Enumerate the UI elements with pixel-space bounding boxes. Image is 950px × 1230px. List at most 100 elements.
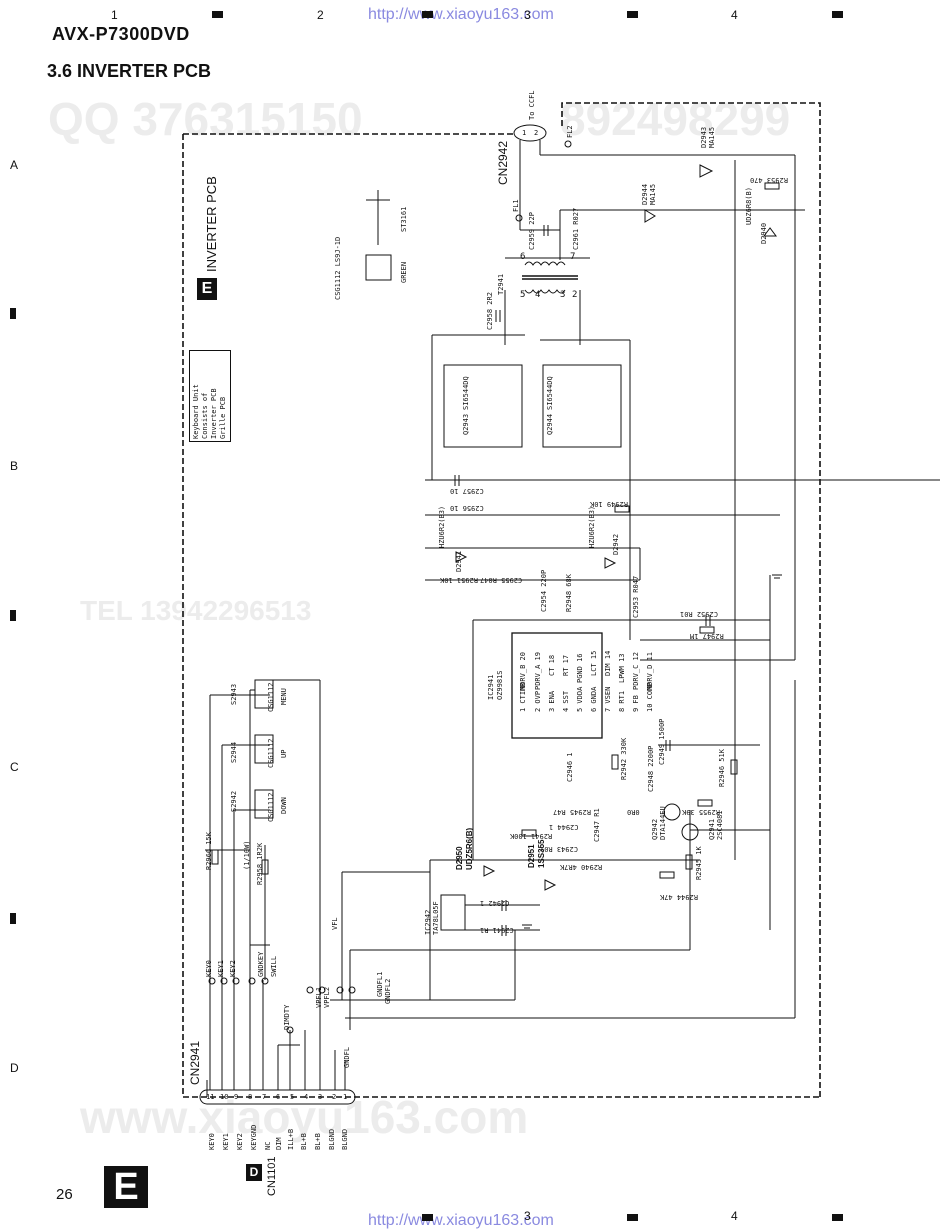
- board-title: INVERTER PCB: [204, 176, 219, 272]
- url-bottom[interactable]: http://www.xiaoyu163.com: [368, 1212, 554, 1229]
- cn2941-signal: BL+B: [300, 1133, 308, 1150]
- note-line: Grille PCB: [219, 396, 227, 439]
- col-label-2: 2: [317, 8, 324, 22]
- col-label-4: 4: [731, 8, 738, 22]
- d2951-ref: D2951: [527, 844, 536, 868]
- net-key0: KEY0: [205, 960, 213, 977]
- cn2941-pin: 11: [206, 1093, 215, 1101]
- pcb-outline: [561, 102, 821, 1097]
- d2941-diode: [455, 551, 468, 563]
- ic2941-pin: 7 VSEN: [604, 686, 612, 712]
- cn2941-pin: 9: [234, 1093, 239, 1101]
- r2951-label: R2951 10K: [440, 576, 478, 584]
- cn2941-signal: NC: [264, 1141, 272, 1150]
- d2941-ref: D2941: [455, 550, 463, 572]
- ic2941-pin: NDRV_B 20: [519, 652, 527, 690]
- r2941-resistor: [521, 829, 537, 837]
- row-label-a: A: [10, 158, 19, 172]
- d2950-diode: [483, 865, 496, 877]
- cn2941-ref: CN2941: [188, 1040, 202, 1085]
- r2945b-label: R2945 1K: [695, 846, 703, 880]
- ic2941-pin: 4 SST: [562, 690, 570, 712]
- c2957-label: C2957 10: [450, 487, 484, 495]
- s2944-switch: [254, 734, 274, 764]
- s2943-part: CSG1112: [267, 682, 275, 712]
- col-mark: [832, 1214, 843, 1221]
- cn2941-pin: 2: [332, 1093, 337, 1101]
- q2944-body: [542, 364, 622, 448]
- d2943-diode: [699, 164, 714, 178]
- board-letter-box: E: [197, 278, 217, 300]
- cn2941-signal: KEY1: [222, 1133, 230, 1150]
- r2940-label: R2940 4R7K: [560, 863, 603, 871]
- col-mark: [627, 1214, 638, 1221]
- net-vfl: VFL: [331, 917, 339, 930]
- t2941-pin: 3: [560, 290, 566, 300]
- watermark-tel: TEL 13942296513: [80, 595, 312, 626]
- cn2941-signal: KEY0: [208, 1133, 216, 1150]
- cn2941-signal: BLGND: [328, 1128, 336, 1150]
- page-number: 26: [56, 1186, 73, 1203]
- c2952-label: C2952 R01: [680, 610, 718, 618]
- cn2941-pin: 4: [304, 1093, 309, 1101]
- t2941-pin: 2: [572, 290, 578, 300]
- cn2941-signal: BL+B: [314, 1133, 322, 1150]
- net-key1: KEY1: [217, 960, 225, 977]
- cn2941-pin: 5: [290, 1093, 295, 1101]
- d2940-diode: [763, 227, 777, 237]
- model-title: AVX-P7300DVD: [52, 24, 190, 44]
- s2943-name: MENU: [280, 688, 288, 705]
- cn2941-signal: BLGND: [341, 1128, 349, 1150]
- q2944-part: SI6544DQ: [546, 376, 554, 410]
- d2951-diode: [544, 879, 557, 891]
- url-top[interactable]: http://www.xiaoyu163.com: [368, 6, 554, 23]
- r2953-label: R2953 470: [750, 176, 788, 184]
- c2954-label: C2954 220P: [540, 569, 548, 612]
- note-line: Inverter PCB: [210, 388, 218, 439]
- ic2941-pin: DIM 14: [604, 650, 612, 676]
- cn2941-signal: DIM: [275, 1137, 283, 1150]
- ic2941-pin: 6 GNDA: [590, 686, 598, 712]
- cn2941-signal: KEY2: [236, 1133, 244, 1150]
- r2945-label: R2945 R47: [553, 808, 591, 816]
- r2943-label: 0R0: [627, 808, 640, 816]
- d2950-ref: D2950: [455, 846, 464, 870]
- col-label-1: 1: [111, 8, 118, 22]
- cn2941-signal: KEYGND: [250, 1124, 258, 1150]
- q2944-label: Q2944: [546, 413, 554, 435]
- ic2941-pin: LCT 15: [590, 650, 598, 676]
- r2947-resistor: [699, 626, 715, 634]
- row-mark: [10, 308, 16, 319]
- ic2941-pin: 9 FB: [632, 695, 640, 712]
- section-letter-box: E: [104, 1166, 148, 1208]
- ic2941-pin: PGND 16: [576, 653, 584, 683]
- cn2942-pin: 2: [534, 129, 539, 137]
- r2958-label: R2958 1R2K: [256, 842, 264, 885]
- cn2942-pin: 1: [522, 129, 527, 137]
- r2958-resistor: [261, 859, 269, 875]
- r2945-resistor: [685, 854, 693, 870]
- s2942-ref: S2942: [230, 790, 238, 812]
- d2951-part: 1SS355: [537, 839, 546, 868]
- s2944-part: CSG1112: [267, 738, 275, 768]
- net-key2: KEY2: [229, 960, 237, 977]
- c2944-label: C2944 1: [549, 823, 579, 831]
- watermark-qq2: 892498299: [560, 93, 791, 145]
- r2942-resistor: [611, 754, 619, 770]
- net-dimdty: DIMDTY: [283, 1004, 291, 1030]
- d2944-diode: [644, 209, 656, 223]
- col-mark: [832, 11, 843, 18]
- watermark-www: www.xiaoyu163.com: [80, 1091, 529, 1143]
- cn2941-pin: 10: [220, 1093, 229, 1101]
- cn2941-pin: 6: [276, 1093, 281, 1101]
- cn2941-pin: 1: [343, 1093, 348, 1101]
- ic2941-pin: LPWM 13: [618, 653, 626, 683]
- net-vpfl2: VPFL2: [323, 986, 331, 1008]
- col-mark: [212, 11, 223, 18]
- c2946-label: C2946 1: [566, 752, 574, 782]
- transformer-winding: [524, 261, 566, 266]
- section-title: 3.6 INVERTER PCB: [47, 61, 212, 81]
- col-mark: [422, 1214, 433, 1221]
- r2941-label: R2941 100K: [510, 832, 553, 840]
